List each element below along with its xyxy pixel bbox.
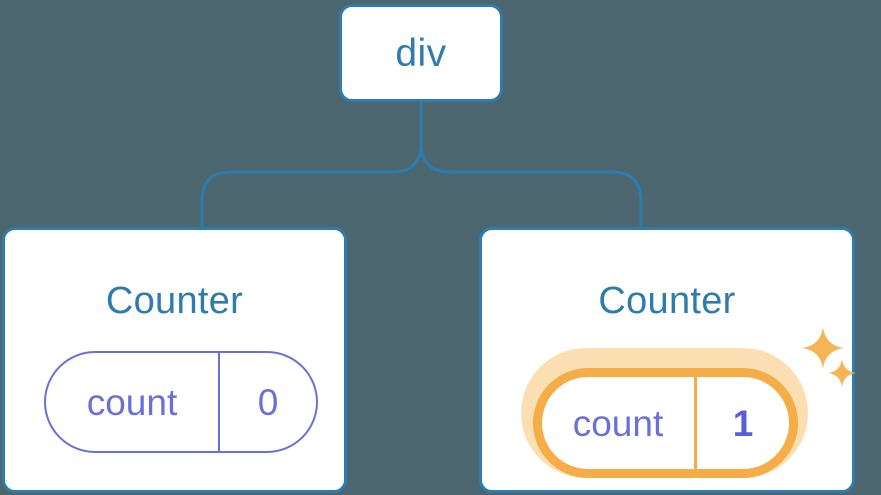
update-sparkles bbox=[802, 327, 858, 389]
connector-left bbox=[200, 100, 423, 229]
sparkle-small-icon bbox=[828, 359, 856, 387]
state-key-label: count bbox=[86, 381, 178, 423]
component-card-counter-left[interactable]: Counter count 0 bbox=[2, 227, 347, 493]
state-value-label: 0 bbox=[257, 381, 279, 423]
sparkle-large-icon bbox=[802, 327, 844, 369]
root-node-div[interactable]: div bbox=[339, 4, 503, 102]
connector-right bbox=[419, 100, 643, 229]
component-card-counter-right[interactable]: Counter count 1 bbox=[479, 227, 858, 493]
state-pill-count[interactable]: count 0 bbox=[44, 351, 318, 453]
state-pill-count-highlighted[interactable]: count 1 bbox=[521, 348, 808, 478]
state-value-label: 1 bbox=[732, 402, 754, 444]
state-pill-value-cell: 0 bbox=[220, 353, 316, 451]
state-pill-key-cell: count bbox=[542, 377, 697, 469]
state-pill-value-cell: 1 bbox=[697, 377, 789, 469]
root-node-label: div bbox=[395, 31, 447, 75]
component-title: Counter bbox=[105, 280, 244, 322]
component-title: Counter bbox=[598, 280, 736, 322]
state-pill-body[interactable]: count 1 bbox=[533, 368, 798, 478]
state-key-label: count bbox=[572, 402, 664, 444]
state-pill-key-cell: count bbox=[46, 353, 220, 451]
